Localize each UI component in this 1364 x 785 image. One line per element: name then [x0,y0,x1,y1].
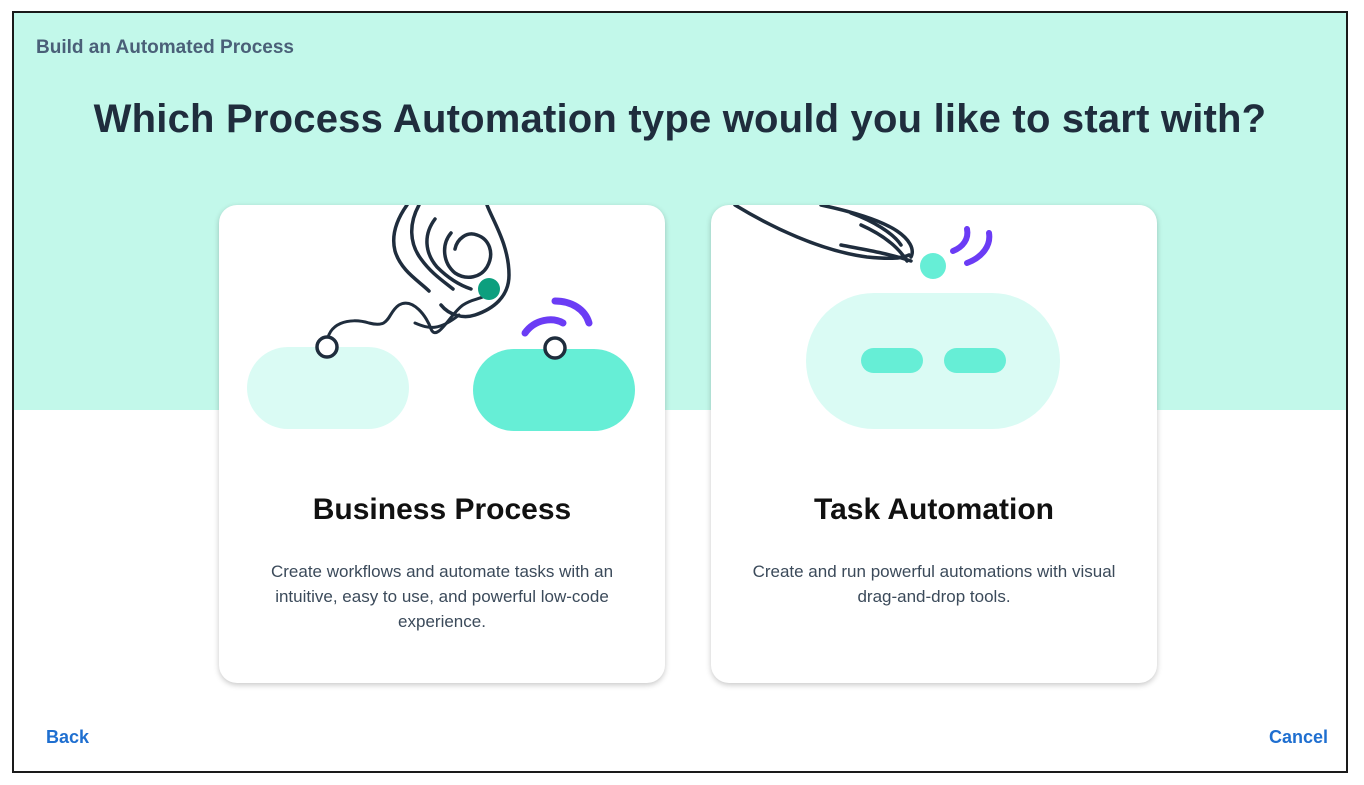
business-process-title: Business Process [312,493,572,526]
hand-connecting-nodes-illustration [247,205,635,431]
back-button[interactable]: Back [46,727,90,747]
task-automation-title: Task Automation [813,493,1054,526]
wizard-title: Build an Automated Process [36,37,294,58]
business-process-card[interactable]: Business Process Create workflows and au… [219,205,665,683]
wizard-dialog: Build an Automated Process Which Process… [12,11,1348,773]
business-process-description: Create workflows and automate tasks with… [270,562,614,631]
task-automation-card[interactable]: Task Automation Create and run powerful … [711,205,1157,683]
task-automation-description: Create and run powerful automations with… [752,562,1116,606]
page-question: Which Process Automation type would you … [93,97,1267,141]
cancel-button[interactable]: Cancel [1268,727,1328,747]
hand-bot-illustration [733,205,1060,429]
